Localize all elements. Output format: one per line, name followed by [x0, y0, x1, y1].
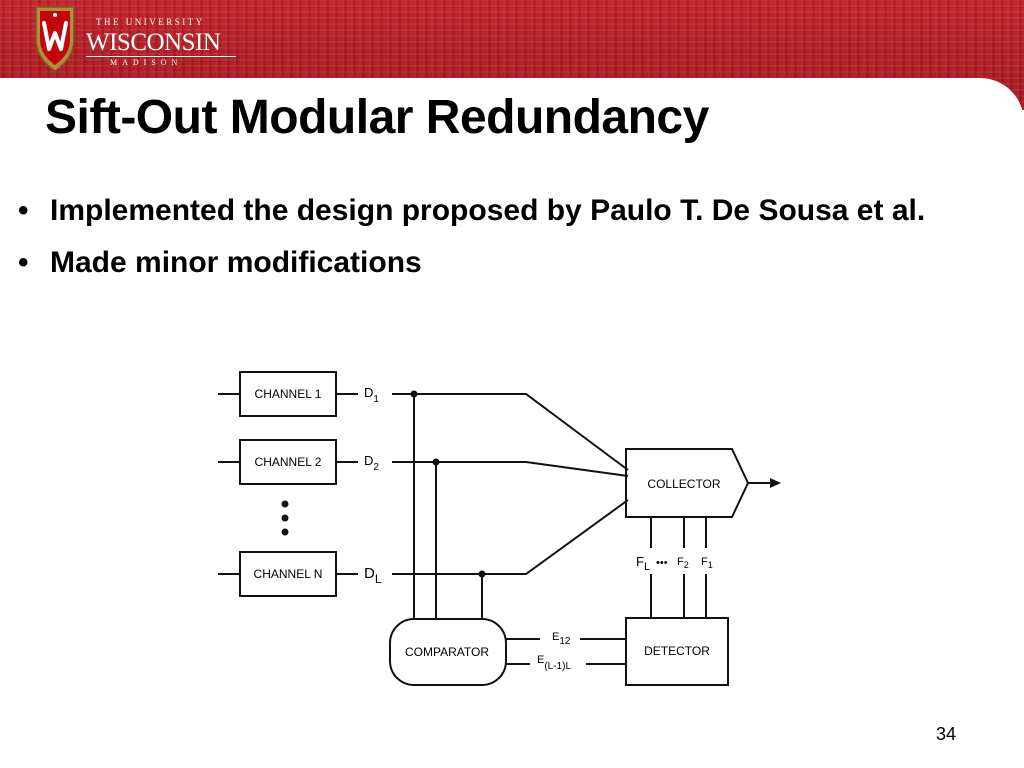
flag-label-l: FL [636, 554, 650, 573]
detector-box [625, 617, 729, 686]
slide-title: Sift-Out Modular Redundancy [45, 91, 709, 144]
ellipsis-dot [281, 500, 289, 508]
bullet-text: Implemented the design proposed by Paulo… [50, 194, 926, 227]
error-label-l: E(L-1)L [537, 654, 571, 672]
bullet-list: • Implemented the design proposed by Paul… [18, 192, 978, 296]
logo-name: WISCONSIN [86, 29, 221, 56]
junction-dot [410, 390, 418, 398]
logo-rule [86, 56, 236, 57]
data-label-l: DL [364, 565, 382, 586]
logo-sub-text: MADISON [110, 58, 183, 67]
university-logo: THE UNIVERSITY WISCONSIN MADISON [30, 3, 236, 73]
content-panel [0, 78, 1024, 768]
data-label-1: D1 [364, 385, 379, 405]
crest-icon [35, 6, 75, 72]
collector-box [625, 448, 750, 518]
bullet-item: • Implemented the design proposed by Paul… [18, 192, 978, 230]
page-number: 34 [936, 724, 957, 744]
comparator-label: COMPARATOR [405, 645, 489, 659]
detector-label: DETECTOR [644, 644, 710, 658]
flag-ellipsis: ••• [656, 557, 668, 569]
junction-dot [432, 458, 440, 466]
collector-label: COLLECTOR [647, 477, 720, 491]
channel-1-label: CHANNEL 1 [255, 387, 322, 401]
flag-label-1: F1 [701, 556, 713, 570]
junction-dot [478, 570, 486, 578]
ellipsis-dot [281, 514, 289, 522]
logo-top-text: THE UNIVERSITY [96, 17, 205, 27]
bullet-text: Made minor modifications [50, 246, 422, 279]
output-arrowhead [770, 478, 781, 488]
error-label-12: E12 [552, 631, 571, 647]
ellipsis-dot [281, 528, 289, 536]
channel-2-label: CHANNEL 2 [255, 455, 322, 469]
bullet-dot: • [18, 194, 29, 227]
flag-label-2: F2 [677, 556, 689, 570]
sift-out-diagram: CHANNEL 1 CHANNEL 2 CHANNEL N D1 D2 DL C… [218, 371, 781, 686]
channel-n-label: CHANNEL N [254, 567, 323, 581]
bullet-item: • Made minor modifications [18, 244, 978, 282]
bullet-dot: • [18, 246, 29, 279]
comparator-box [389, 618, 507, 686]
data-label-2: D2 [364, 453, 379, 473]
